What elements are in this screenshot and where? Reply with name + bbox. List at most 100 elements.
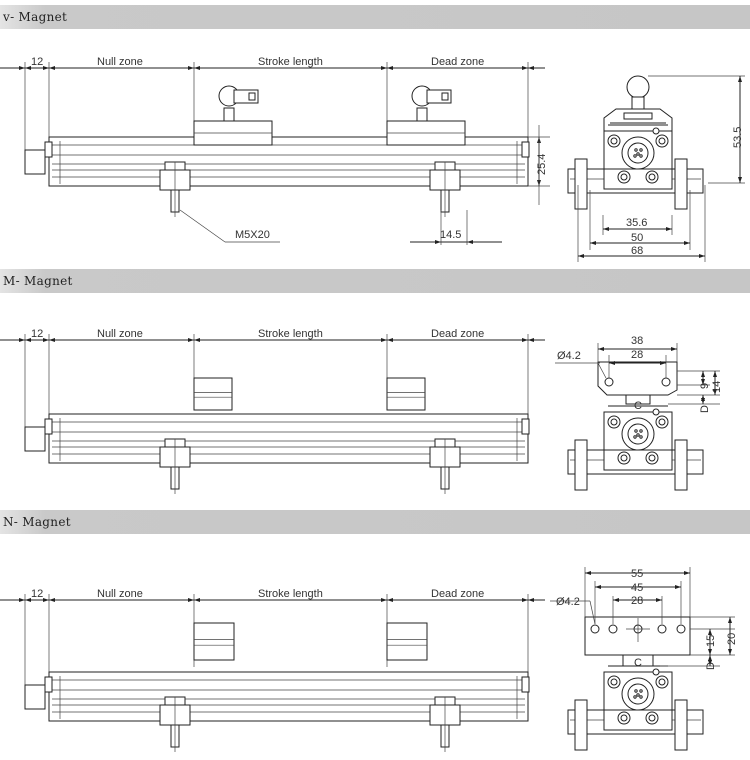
- arrowhead-icon: [675, 585, 681, 589]
- dead-zone-label: Dead zone: [431, 588, 484, 600]
- bolt-width-dim: 14.5: [440, 229, 461, 241]
- arrowhead-icon: [381, 598, 387, 602]
- end-cap: [44, 676, 53, 693]
- arrowhead-icon: [738, 76, 742, 82]
- arrowhead-icon: [701, 379, 705, 385]
- arrowhead-icon: [467, 240, 473, 244]
- screw-icon: [620, 173, 628, 181]
- dim-height: 25.4: [536, 154, 548, 175]
- pin-icon: [639, 435, 643, 439]
- dim-35-6: 35.6: [626, 217, 647, 229]
- arrowhead-icon: [387, 338, 393, 342]
- arrowhead-icon: [666, 227, 672, 231]
- pin-icon: [633, 435, 637, 439]
- pin-icon: [636, 433, 640, 437]
- pin-icon: [636, 693, 640, 697]
- arrowhead-icon: [194, 338, 200, 342]
- arrowhead-icon: [590, 241, 596, 245]
- arrowhead-icon: [713, 389, 717, 395]
- arrowhead-icon: [194, 66, 200, 70]
- arrowhead-icon: [708, 655, 712, 661]
- arrowhead-icon: [598, 347, 604, 351]
- foot-bolt: [574, 439, 588, 491]
- body-lower: [603, 168, 673, 190]
- screw-icon: [648, 454, 656, 462]
- screw-icon: [620, 714, 628, 722]
- dim-12: 12: [31, 588, 43, 600]
- dim-68: 68: [631, 245, 643, 257]
- section-header-n-magnet: N- Magnet: [0, 510, 750, 534]
- section-title: M- Magnet: [3, 274, 73, 288]
- pin-icon: [634, 429, 638, 433]
- arrowhead-icon: [585, 571, 591, 575]
- end-cap: [521, 676, 530, 693]
- arrowhead-icon: [708, 649, 712, 655]
- arrowhead-icon: [660, 361, 666, 365]
- dead-zone-label: Dead zone: [431, 56, 484, 68]
- arrowhead-icon: [194, 598, 200, 602]
- arrowhead-icon: [19, 66, 25, 70]
- foot-bolt: [574, 699, 588, 751]
- dim-20: 20: [726, 633, 738, 645]
- bolt-label: M5X20: [235, 229, 270, 241]
- arrowhead-icon: [387, 598, 393, 602]
- position-magnet: [193, 622, 235, 661]
- arrowhead-icon: [522, 598, 528, 602]
- arrowhead-icon: [613, 598, 619, 602]
- magnet-stem: [625, 394, 651, 405]
- stroke-length-label: Stroke length: [258, 328, 323, 340]
- pin-icon: [639, 695, 643, 699]
- stroke-length-label: Stroke length: [258, 588, 323, 600]
- null-zone-label: Null zone: [97, 588, 143, 600]
- arrowhead-icon: [43, 338, 49, 342]
- arrowhead-icon: [728, 649, 732, 655]
- arrowhead-icon: [684, 571, 690, 575]
- nut: [223, 107, 235, 122]
- arrowhead-icon: [699, 254, 705, 258]
- dim-15: 15: [705, 635, 717, 647]
- screw-icon: [610, 137, 618, 145]
- arrowhead-icon: [25, 598, 31, 602]
- position-magnet: [386, 622, 428, 661]
- pin-icon: [634, 689, 638, 693]
- mounting-hole-icon: [590, 624, 600, 634]
- arrowhead-icon: [671, 347, 677, 351]
- connector-housing: [24, 149, 46, 175]
- dim-12: 12: [31, 56, 43, 68]
- pin-icon: [639, 689, 643, 693]
- screw-icon: [610, 678, 618, 686]
- set-screw-icon: [652, 408, 660, 416]
- arrowhead-icon: [578, 254, 584, 258]
- section-title: v- Magnet: [3, 10, 68, 24]
- screw-icon: [658, 418, 666, 426]
- rod-slot: [248, 92, 256, 101]
- foot-bolt: [674, 158, 688, 210]
- foot-bolt: [674, 699, 688, 751]
- body-lower: [603, 709, 673, 731]
- foot-bolt: [574, 158, 588, 210]
- rod-slot: [441, 92, 449, 101]
- screw-icon: [610, 418, 618, 426]
- connector-housing: [24, 684, 46, 710]
- ball-joint-icon: [626, 75, 650, 99]
- arrowhead-icon: [387, 66, 393, 70]
- foot-bolt: [674, 439, 688, 491]
- ball-stud: [631, 96, 645, 110]
- dim-55: 55: [631, 568, 643, 580]
- arrowhead-icon: [25, 66, 31, 70]
- arrowhead-icon: [603, 227, 609, 231]
- pin-icon: [633, 695, 637, 699]
- arrowhead-icon: [728, 617, 732, 623]
- arrowhead-icon: [381, 66, 387, 70]
- dimension-line: [179, 209, 226, 243]
- mounting-hole-icon: [608, 624, 618, 634]
- pin-icon: [633, 154, 637, 158]
- end-cap: [521, 418, 530, 435]
- dim-45: 45: [631, 582, 643, 594]
- n-magnet-drawing: 12 Null zone Stroke length Dead zone Ø4.…: [0, 567, 738, 752]
- arrowhead-icon: [188, 338, 194, 342]
- arrowhead-icon: [49, 598, 55, 602]
- arrowhead-icon: [684, 241, 690, 245]
- screw-icon: [648, 714, 656, 722]
